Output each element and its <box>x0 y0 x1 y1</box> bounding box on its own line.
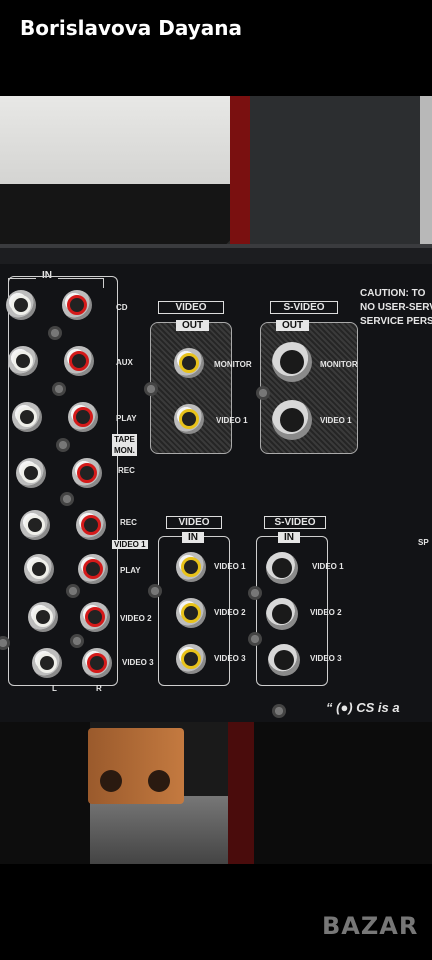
svideo-jack-video3-in[interactable] <box>268 644 300 676</box>
label-video3-audio: VIDEO 3 <box>122 658 154 667</box>
video-in-video1-label: VIDEO 1 <box>214 562 246 571</box>
svideo-in-sub: IN <box>278 532 300 543</box>
screw-icon <box>70 634 84 648</box>
svideo-out-plate <box>260 322 358 454</box>
screw-icon <box>60 492 74 506</box>
screw-icon <box>148 584 162 598</box>
rca-jack-video3-right[interactable] <box>82 648 112 678</box>
svideo-jack-video2-in[interactable] <box>266 598 298 630</box>
label-play-video1: PLAY <box>120 566 141 575</box>
rca-jack-rec-left[interactable] <box>16 458 46 488</box>
rca-jack-monitor-out[interactable] <box>174 348 204 378</box>
svideo-jack-monitor-out[interactable] <box>272 342 312 382</box>
screw-icon <box>144 382 158 396</box>
rca-jack-play-left[interactable] <box>12 402 42 432</box>
caution-line-1: CAUTION: TO <box>360 288 426 299</box>
video-in-sub: IN <box>182 532 204 543</box>
rca-jack-aux-left[interactable] <box>8 346 38 376</box>
page-title: Borislavova Dayana <box>20 16 242 40</box>
video-in-video2-label: VIDEO 2 <box>214 608 246 617</box>
svideo-in-title: S-VIDEO <box>264 516 326 529</box>
video-out-plate <box>150 322 232 454</box>
label-rec: REC <box>118 466 135 475</box>
video-in-video3-label: VIDEO 3 <box>214 654 246 663</box>
speaker-port-icon <box>148 770 170 792</box>
video-out-sub: OUT <box>176 320 210 331</box>
video-out-video1-label: VIDEO 1 <box>216 416 248 425</box>
caution-line-3: SERVICE PERSO <box>360 316 432 327</box>
video1-tag: VIDEO 1 <box>112 540 148 549</box>
rca-jack-video1-play-right[interactable] <box>78 554 108 584</box>
rca-jack-video1-in[interactable] <box>176 552 206 582</box>
screw-icon <box>248 632 262 646</box>
video-out-title: VIDEO <box>158 301 224 314</box>
svideo-jack-video1-in[interactable] <box>266 552 298 584</box>
video-out-monitor-label: MONITOR <box>214 360 252 369</box>
trademark-text: “ (●) CS is a <box>326 700 400 715</box>
label-aux: AUX <box>116 358 133 367</box>
rca-jack-video2-left[interactable] <box>28 602 58 632</box>
product-photo[interactable]: IN CD AUX PLAY TAPE MON. REC REC VIDEO 1… <box>0 96 432 864</box>
receiver-back-panel: IN CD AUX PLAY TAPE MON. REC REC VIDEO 1… <box>0 244 432 722</box>
rca-jack-video3-left[interactable] <box>32 648 62 678</box>
svideo-in-video3-label: VIDEO 3 <box>310 654 342 663</box>
tape-mon-label: TAPE MON. <box>112 434 137 456</box>
rca-jack-video2-right[interactable] <box>80 602 110 632</box>
screw-icon <box>52 382 66 396</box>
screw-icon <box>272 704 286 718</box>
svideo-out-monitor-label: MONITOR <box>320 360 358 369</box>
background-wood-speaker <box>88 728 184 804</box>
screw-icon <box>0 636 10 650</box>
in-label: IN <box>36 270 58 281</box>
background-red-panel <box>228 722 254 864</box>
svideo-in-video2-label: VIDEO 2 <box>310 608 342 617</box>
audio-in-frame <box>8 276 118 686</box>
svideo-out-video1-label: VIDEO 1 <box>320 416 352 425</box>
rca-jack-video1-rec-right[interactable] <box>76 510 106 540</box>
background-strip <box>420 96 432 246</box>
caution-line-2: NO USER-SERV <box>360 302 432 313</box>
label-play: PLAY <box>116 414 137 423</box>
rca-jack-video1-out[interactable] <box>174 404 204 434</box>
rca-jack-video2-in[interactable] <box>176 598 206 628</box>
panel-lip <box>0 248 432 264</box>
background-speaker <box>0 184 240 254</box>
background-black-panel <box>254 722 432 864</box>
screw-icon <box>48 326 62 340</box>
rca-jack-play-right[interactable] <box>68 402 98 432</box>
background-leg <box>0 722 90 864</box>
channel-l-label: L <box>52 684 57 693</box>
app-footer: BAZAR <box>0 864 432 960</box>
rca-jack-video1-rec-left[interactable] <box>20 510 50 540</box>
svideo-jack-video1-out[interactable] <box>272 400 312 440</box>
rca-jack-rec-right[interactable] <box>72 458 102 488</box>
speaker-port-icon <box>100 770 122 792</box>
label-rec-video1: REC <box>120 518 137 527</box>
background-box <box>250 96 420 246</box>
screw-icon <box>56 438 70 452</box>
video-in-title: VIDEO <box>166 516 222 529</box>
screw-icon <box>248 586 262 600</box>
bazar-logo: BAZAR <box>322 912 419 940</box>
background-red-frame <box>230 96 250 256</box>
side-text: SP <box>418 538 429 547</box>
label-cd: CD <box>116 303 128 312</box>
screw-icon <box>256 386 270 400</box>
label-video2-audio: VIDEO 2 <box>120 614 152 623</box>
svideo-out-title: S-VIDEO <box>270 301 338 314</box>
svideo-in-video1-label: VIDEO 1 <box>312 562 344 571</box>
rca-jack-video3-in[interactable] <box>176 644 206 674</box>
rca-jack-cd-left[interactable] <box>6 290 36 320</box>
channel-r-label: R <box>96 684 102 693</box>
app-header: Borislavova Dayana <box>0 0 432 96</box>
rca-jack-video1-play-left[interactable] <box>24 554 54 584</box>
svideo-out-sub: OUT <box>276 320 310 331</box>
rca-jack-aux-right[interactable] <box>64 346 94 376</box>
screw-icon <box>66 584 80 598</box>
rca-jack-cd-right[interactable] <box>62 290 92 320</box>
